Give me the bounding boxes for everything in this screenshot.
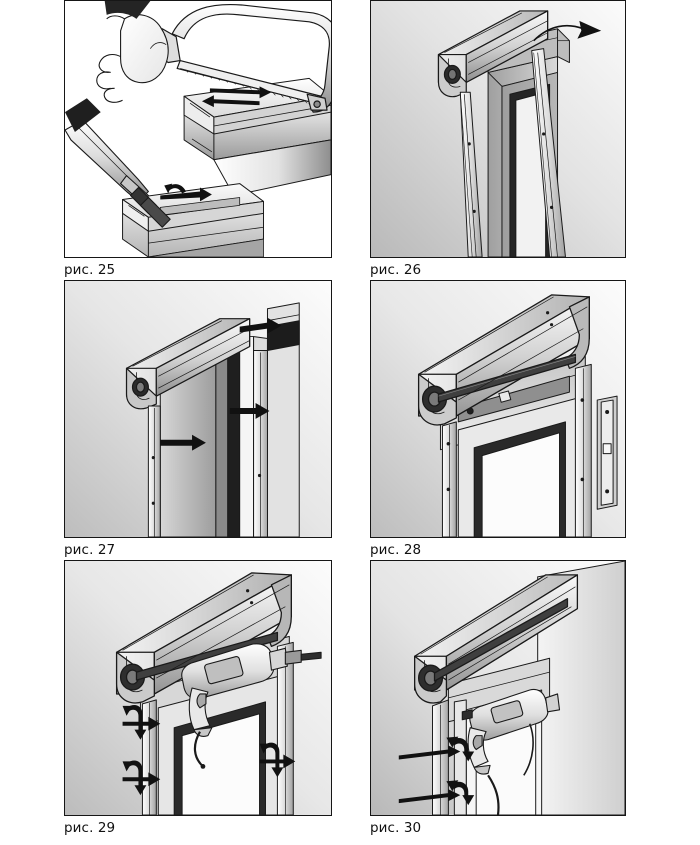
figure-27-frame bbox=[64, 280, 332, 538]
figure-26-artwork bbox=[371, 1, 625, 257]
fig25-stroke-arrows bbox=[201, 86, 272, 108]
figure-30 bbox=[370, 560, 626, 816]
figure-29-frame bbox=[64, 560, 332, 816]
figure-30-frame bbox=[370, 560, 626, 816]
figure-27 bbox=[64, 280, 332, 538]
figure-29 bbox=[64, 560, 332, 816]
figure-26-frame bbox=[370, 0, 626, 258]
figure-30-caption: рис. 30 bbox=[370, 820, 422, 836]
figure-25-frame bbox=[64, 0, 332, 258]
fig26-arrowhead bbox=[577, 20, 602, 39]
figure-26-caption: рис. 26 bbox=[370, 262, 422, 278]
figure-28-caption: рис. 28 bbox=[370, 542, 422, 558]
fig28-guide-rail-section bbox=[596, 395, 618, 510]
fig29-power-drill bbox=[181, 643, 322, 737]
fig29-cable bbox=[193, 731, 203, 767]
fig25-cut-arrow bbox=[160, 183, 212, 202]
fig29-screw-symbol-upper-left bbox=[122, 704, 161, 740]
fig30-power-drill bbox=[461, 688, 561, 775]
fig30-cable bbox=[487, 774, 500, 815]
figure-25 bbox=[64, 0, 332, 258]
figure-26 bbox=[370, 0, 626, 258]
fig29-screw-symbol-right bbox=[259, 742, 296, 778]
fig27-top-arrow bbox=[239, 317, 282, 334]
figure-25-caption: рис. 25 bbox=[64, 262, 116, 278]
fig30-screw-symbol-upper bbox=[398, 736, 475, 762]
figure-30-artwork bbox=[371, 561, 625, 815]
fig27-press-arrow-right bbox=[229, 403, 270, 419]
fig29-screw-symbol-lower-left bbox=[122, 760, 161, 796]
fig26-tilt-arrow bbox=[533, 24, 584, 42]
figure-28 bbox=[370, 280, 626, 538]
figure-27-artwork bbox=[65, 281, 331, 537]
figure-28-frame bbox=[370, 280, 626, 538]
fig27-press-arrow-left bbox=[160, 434, 206, 451]
figure-29-artwork bbox=[65, 561, 331, 815]
figure-29-caption: рис. 29 bbox=[64, 820, 116, 836]
figure-grid: рис. 25 bbox=[64, 0, 638, 842]
figure-25-artwork bbox=[65, 1, 331, 257]
figure-28-artwork bbox=[371, 281, 625, 537]
figure-27-caption: рис. 27 bbox=[64, 542, 116, 558]
fig30-screw-symbol-lower bbox=[398, 780, 475, 806]
